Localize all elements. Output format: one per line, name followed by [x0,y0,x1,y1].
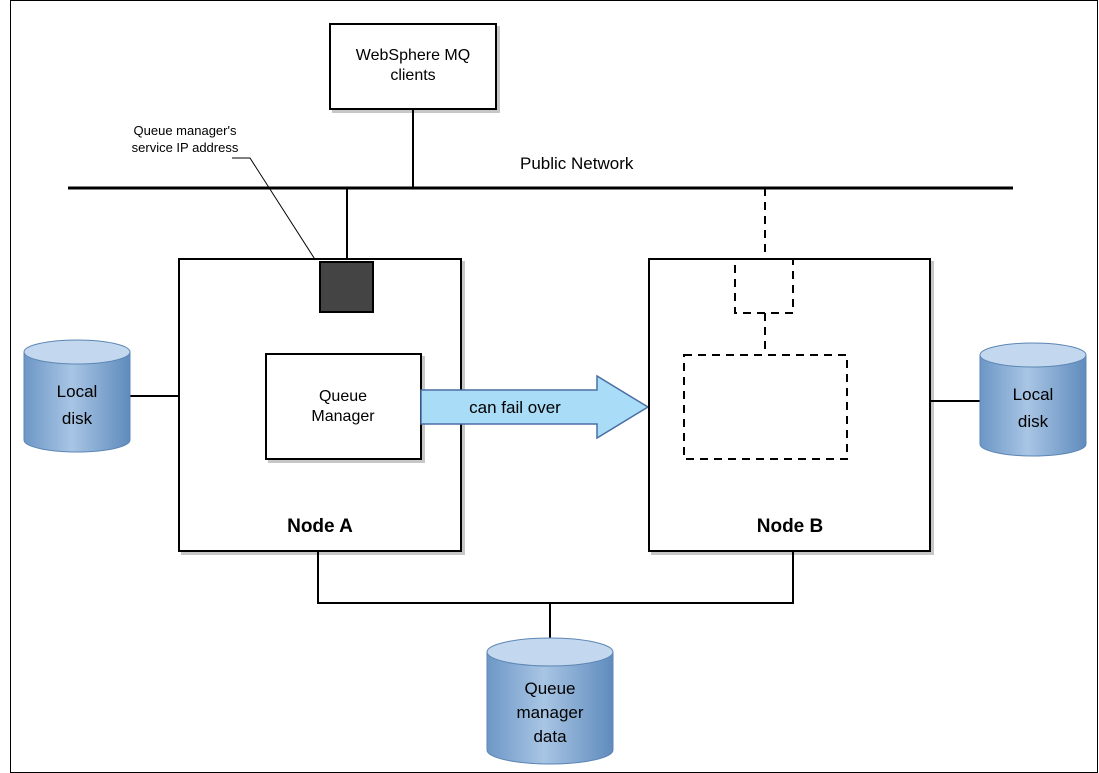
local-disk-left-label: Local [57,382,98,401]
queue-manager-data-label-line3: data [533,727,567,746]
mq-clients-label-line2: clients [390,67,435,84]
standby-queue-manager-box [683,354,848,460]
public-network-label: Public Network [520,154,634,173]
shared-storage-bus [317,551,794,604]
queue-manager-box [265,353,422,460]
local-disk-right-label: Local [1013,385,1054,404]
queue-manager-label: Queue [319,388,367,405]
local-disk-left [23,339,131,453]
local-disk-right-label-line2: disk [1018,412,1049,431]
node-a-label: Node A [287,516,353,537]
node-b-box [648,258,931,552]
queue-manager-data-label: Queue [524,679,575,698]
queue-manager-data-disk [486,637,614,765]
failover-arrow [420,374,650,440]
mq-clients-label: WebSphere MQ [356,47,470,64]
service-ip-label-line2: service IP address [132,140,239,155]
local-disk-left-label-line2: disk [62,409,93,428]
node-b-label: Node B [757,516,824,537]
service-ip-label: Queue manager's [134,123,237,138]
service-ip-square [319,261,374,313]
queue-manager-data-label-line2: manager [516,703,583,722]
queue-manager-label-line2: Manager [311,408,375,425]
service-ip-leader-line [232,157,326,276]
failover-label: can fail over [469,398,561,417]
local-disk-right [979,342,1087,457]
